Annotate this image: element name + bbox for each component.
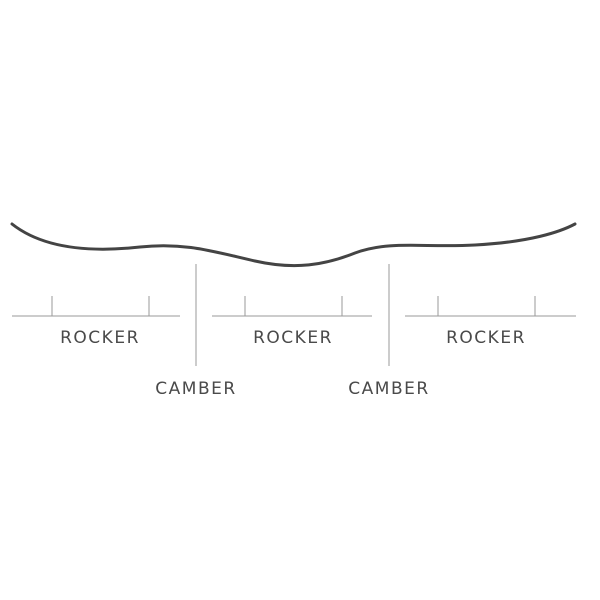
- rocker-label-center: ROCKER: [253, 328, 333, 348]
- rocker-label-right: ROCKER: [446, 328, 526, 348]
- camber-label-left: CAMBER: [155, 379, 237, 399]
- board-profile-curve: [10, 222, 577, 268]
- rocker-zone-left: [12, 296, 180, 317]
- rocker-label-left: ROCKER: [60, 328, 140, 348]
- rocker-zone-center: [212, 296, 372, 317]
- rocker-zone-right: [405, 296, 576, 317]
- camber-label-right: CAMBER: [348, 379, 430, 399]
